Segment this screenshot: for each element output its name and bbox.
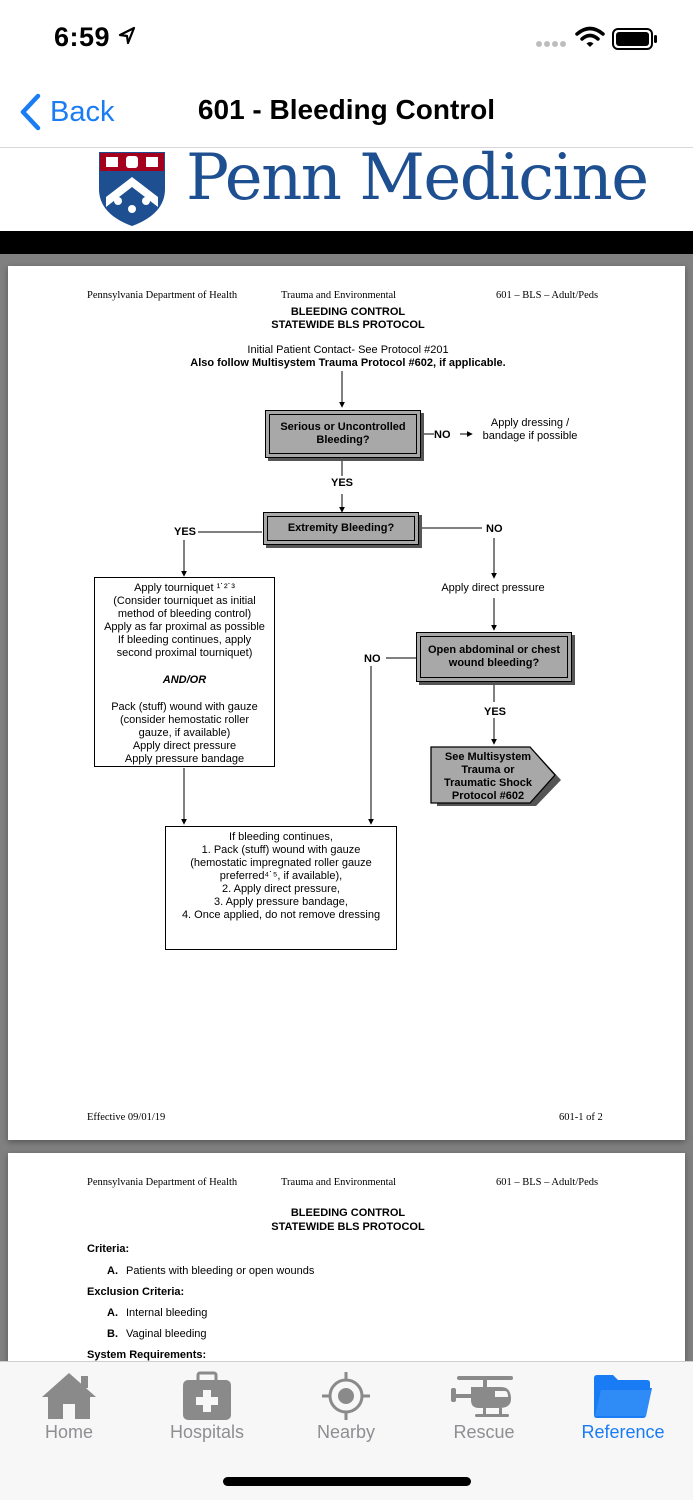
header-divider (0, 231, 693, 254)
battery-icon (612, 28, 657, 50)
instruction-line: preferred⁴˙⁵, if available), (219, 870, 343, 882)
pdf-viewer[interactable]: Pennsylvania Department of Health Trauma… (0, 254, 693, 1361)
yes-label: YES (174, 526, 197, 538)
instruction-line: 2. Apply direct pressure, (221, 883, 340, 895)
instruction-line: 3. Apply pressure bandage, (214, 896, 348, 908)
wifi-icon (575, 26, 605, 47)
effective-date: Effective 09/01/19 (87, 1112, 166, 1123)
criteria-heading: Criteria: (87, 1243, 130, 1255)
folder-icon (594, 1375, 652, 1418)
brand-logo-text: Penn Medicine (186, 141, 649, 215)
back-label: Back (50, 95, 115, 128)
flowchart-connectors (181, 371, 497, 825)
tab-hospitals[interactable]: Hospitals (138, 1362, 276, 1462)
protocol-subtitle: STATEWIDE BLS PROTOCOL (271, 319, 425, 331)
instruction-line: If bleeding continues, apply (117, 634, 252, 646)
status-time: 6:59 (54, 22, 111, 52)
status-bar: 6:59 (0, 0, 693, 78)
instruction-line: Apply as far proximal as possible (104, 621, 265, 633)
decision-label: Serious or Uncontrolled Bleeding? (280, 421, 406, 446)
home-icon (42, 1373, 96, 1419)
criteria-item: Patients with bleeding or open wounds (126, 1265, 315, 1277)
list-marker: A. (107, 1307, 118, 1319)
protocol-title: BLEEDING CONTROL (290, 306, 406, 318)
page-header-right: 601 – BLS – Adult/Peds (496, 1177, 599, 1188)
instruction-line: 4. Once applied, do not remove dressing (181, 909, 381, 921)
page-header-left: Pennsylvania Department of Health (87, 290, 238, 301)
multisystem-protocol-text: See Multisystem Trauma or Traumatic Shoc… (443, 751, 533, 802)
tab-label: Reference (581, 1422, 665, 1442)
instruction-line: Pack (stuff) wound with gauze (111, 701, 258, 713)
instruction-line: gauze, if available) (138, 727, 231, 739)
page-header-left: Pennsylvania Department of Health (87, 1177, 238, 1188)
no-label: NO (364, 653, 381, 665)
extremity-bleeding-decision: Extremity Bleeding? (263, 512, 419, 545)
instruction-line: Apply tourniquet ¹˙²˙³ (134, 582, 235, 594)
instruction-line: (consider hemostatic roller (120, 714, 249, 726)
tab-label: Home (44, 1422, 93, 1442)
yes-label: YES (483, 706, 506, 718)
tab-reference[interactable]: Reference (554, 1362, 692, 1462)
cellular-signal-icon (536, 41, 566, 47)
direct-pressure-text: Apply direct pressure (441, 582, 545, 594)
instruction-line: 1. Pack (stuff) wound with gauze (201, 844, 361, 856)
system-requirements-heading: System Requirements: (87, 1349, 207, 1361)
tab-label: Nearby (316, 1422, 376, 1442)
protocol-title: BLEEDING CONTROL (290, 1207, 406, 1219)
list-marker: A. (107, 1265, 118, 1277)
back-button[interactable]: Back (18, 92, 114, 132)
tourniquet-instructions: Apply tourniquet ¹˙²˙³ (Consider tourniq… (94, 582, 275, 766)
brand-header: Penn Medicine (0, 141, 693, 231)
decision-label: Extremity Bleeding? (287, 522, 395, 534)
decision-label: Open abdominal or chest wound bleeding? (427, 644, 561, 669)
exclusion-heading: Exclusion Criteria: (87, 1286, 185, 1298)
location-arrow-icon (118, 26, 136, 45)
abdominal-wound-decision: Open abdominal or chest wound bleeding? (416, 632, 572, 682)
multisystem-note: Also follow Multisystem Trauma Protocol … (190, 357, 506, 369)
page-header-center: Trauma and Environmental (281, 1177, 397, 1188)
page-title: 601 - Bleeding Control (197, 94, 496, 125)
tourniquet-box (94, 577, 275, 767)
instruction-line: Apply pressure bandage (124, 753, 245, 765)
helicopter-icon (451, 1376, 513, 1417)
no-label: NO (434, 429, 451, 441)
home-indicator[interactable] (223, 1477, 471, 1486)
instruction-line: (hemostatic impregnated roller gauze (190, 857, 372, 869)
no-label: NO (486, 523, 503, 535)
tab-label: Hospitals (169, 1422, 245, 1442)
apply-dressing-text: Apply dressing / bandage if possible (482, 417, 578, 442)
tab-home[interactable]: Home (0, 1362, 138, 1462)
chevron-left-icon (20, 93, 41, 131)
multisystem-arrow-shape (430, 746, 561, 806)
pdf-page-2: Pennsylvania Department of Health Trauma… (8, 1153, 685, 1361)
nearby-icon (322, 1372, 370, 1420)
exclusion-item: Vaginal bleeding (126, 1328, 207, 1340)
exclusion-item: Internal bleeding (126, 1307, 208, 1319)
yes-label: YES (330, 477, 353, 489)
bleeding-continues-instructions: If bleeding continues, 1. Pack (stuff) w… (165, 831, 397, 922)
pdf-page-1: Pennsylvania Department of Health Trauma… (8, 266, 685, 1140)
initial-contact-text: Initial Patient Contact- See Protocol #2… (247, 344, 449, 356)
page-header-center: Trauma and Environmental (281, 290, 397, 301)
tab-rescue[interactable]: Rescue (415, 1362, 553, 1462)
list-marker: B. (107, 1328, 118, 1340)
bleeding-continues-box (165, 826, 397, 950)
tab-label: Rescue (453, 1422, 515, 1442)
instruction-line: If bleeding continues, (229, 831, 333, 843)
and-or-label: AND/OR (162, 674, 207, 686)
page-header-right: 601 – BLS – Adult/Peds (496, 290, 599, 301)
hospital-icon (183, 1371, 231, 1420)
instruction-line: (Consider tourniquet as initial (113, 595, 256, 607)
instruction-line: second proximal tourniquet) (116, 647, 253, 659)
navigation-bar: 601 - Bleeding Control Back (0, 78, 693, 148)
instruction-line: Apply direct pressure (132, 740, 237, 752)
page-number: 601-1 of 2 (559, 1112, 603, 1123)
tab-bar: Home Hospitals Nearby (0, 1361, 693, 1500)
tab-nearby[interactable]: Nearby (277, 1362, 415, 1462)
serious-bleeding-decision: Serious or Uncontrolled Bleeding? (265, 410, 421, 458)
protocol-subtitle: STATEWIDE BLS PROTOCOL (271, 1221, 425, 1233)
instruction-line: method of bleeding control) (117, 608, 252, 620)
penn-shield-logo (99, 152, 165, 227)
